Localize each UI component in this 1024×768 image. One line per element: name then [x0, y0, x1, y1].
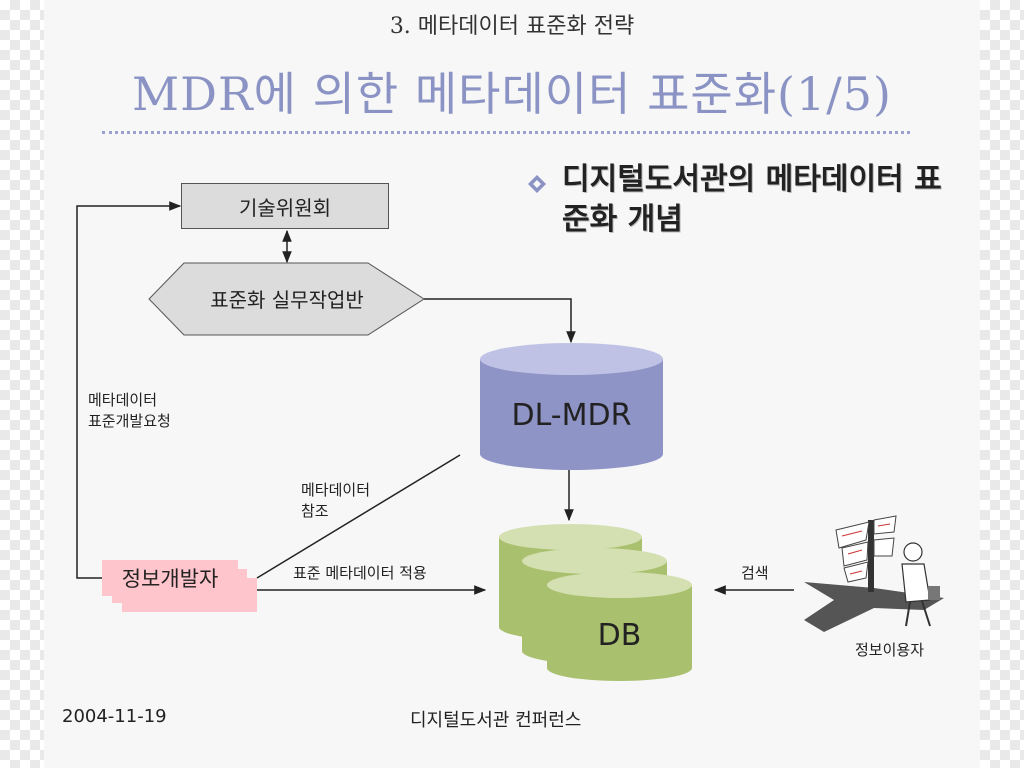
reference-label: 메타데이터 참조	[301, 481, 371, 520]
section-title: 3. 메타데이터 표준화 전략	[389, 14, 635, 39]
footer-date: 2004-11-19	[62, 706, 167, 727]
developer-card: 정보개발자	[102, 560, 238, 596]
diagram-connectors	[76, 201, 944, 681]
request-label: 메타데이터 표준개발요청	[88, 391, 171, 430]
group-to-mdr-arrow	[424, 298, 576, 344]
committee-box: 기술위원회	[181, 183, 389, 229]
db-cylinder-stack	[499, 524, 692, 681]
user-label: 정보이용자	[855, 641, 925, 659]
search-label: 검색	[741, 564, 769, 582]
apply-label: 표준 메타데이터 적용	[293, 564, 427, 582]
footer-conference: 디지털도서관 컨퍼런스	[410, 710, 582, 731]
title-divider	[102, 131, 910, 134]
reference-line	[256, 454, 461, 579]
slide: 3. 메타데이터 표준화 전략 MDR에 의한 메타데이터 표준화(1/5) 디…	[44, 0, 980, 768]
dl-mdr-label: DL-MDR	[511, 398, 632, 433]
working-group-label: 표준화 실무작업반	[210, 288, 364, 312]
bullet-text: 디지털도서관의 메타데이터 표준화 개념	[562, 162, 942, 237]
diamond-bullet-icon	[528, 175, 546, 193]
dl-mdr-cylinder	[480, 343, 663, 470]
db-label: DB	[597, 618, 642, 653]
request-loop-arrow	[76, 201, 182, 579]
user-signpost-illustration	[804, 515, 944, 632]
slide-title: MDR에 의한 메타데이터 표준화(1/5)	[132, 67, 892, 121]
working-group-hexagon	[148, 262, 425, 336]
